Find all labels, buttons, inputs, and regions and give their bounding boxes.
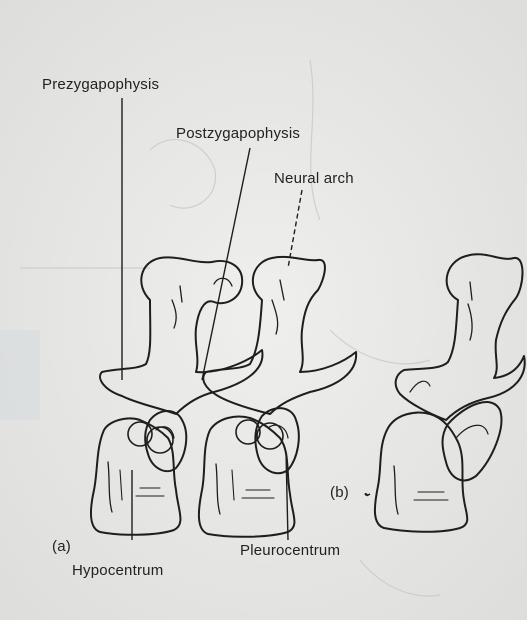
label-panel-b: (b) — [330, 484, 349, 501]
label-postzygapophysis: Postzygapophysis — [176, 125, 300, 142]
label-pleurocentrum: Pleurocentrum — [240, 542, 340, 559]
margin-tint — [0, 330, 40, 420]
label-prezygapophysis: Prezygapophysis — [42, 76, 159, 93]
label-neural-arch: Neural arch — [274, 170, 354, 187]
label-hypocentrum: Hypocentrum — [72, 562, 163, 579]
label-panel-a: (a) — [52, 538, 71, 555]
